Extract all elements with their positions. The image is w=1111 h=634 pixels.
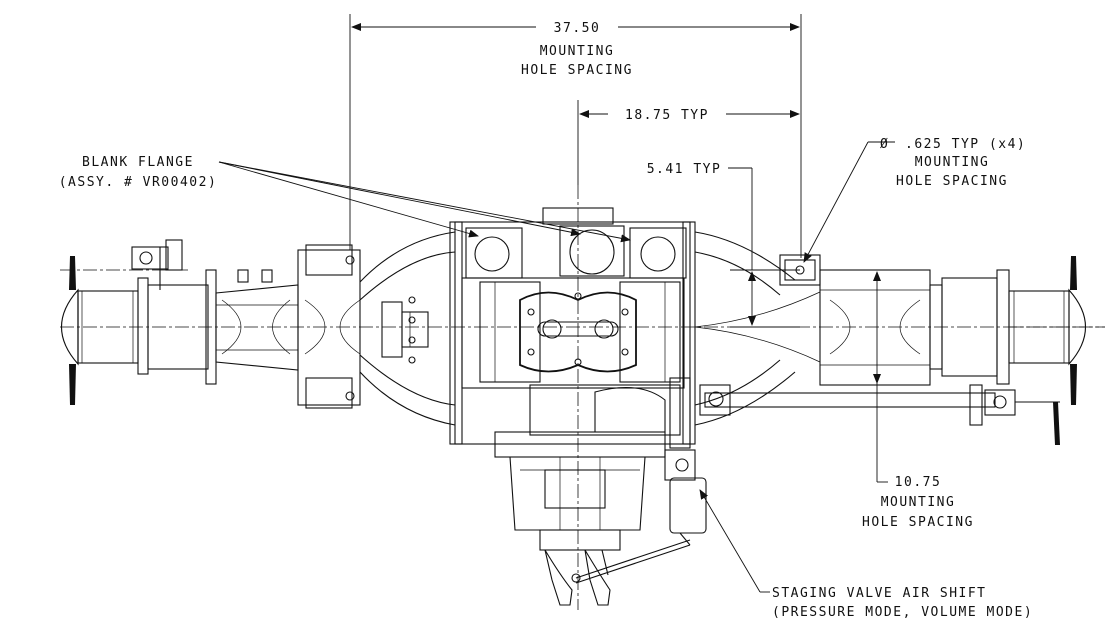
callout-10-75: 10.75 MOUNTING HOLE SPACING <box>862 475 974 530</box>
dim-10-75-value: 10.75 <box>895 475 942 490</box>
dim-diameter-line1: MOUNTING <box>915 155 990 170</box>
dim-10-75-line1: MOUNTING <box>881 495 956 510</box>
dim-diameter-value: .625 TYP (x4) <box>905 137 1026 152</box>
staging-valve-line2: (PRESSURE MODE, VOLUME MODE) <box>772 605 1033 620</box>
dim-diameter-line2: HOLE SPACING <box>896 174 1008 189</box>
right-end-motor <box>929 256 1087 445</box>
callout-blank-flange: BLANK FLANGE (ASSY. # VR00402) <box>59 155 218 190</box>
left-end-motor <box>60 239 299 405</box>
dim-18-75-value: 18.75 TYP <box>625 108 709 123</box>
staging-valve-line1: STAGING VALVE AIR SHIFT <box>772 586 987 601</box>
callout-18-75: 18.75 TYP <box>625 108 709 123</box>
dim-37-50-value: 37.50 <box>554 21 601 36</box>
dim-5-41-value: 5.41 TYP <box>647 162 722 177</box>
diameter-symbol-icon: Ø <box>880 137 889 152</box>
callout-5-41: 5.41 TYP <box>647 162 722 177</box>
center-lines <box>60 185 1105 610</box>
left-manifold <box>297 231 456 426</box>
dimension-lines <box>218 14 895 593</box>
callout-hole-diameter: Ø .625 TYP (x4) MOUNTING HOLE SPACING <box>880 137 1026 189</box>
callout-37-50: 37.50 MOUNTING HOLE SPACING <box>521 21 633 78</box>
staging-valve-assembly <box>664 377 996 546</box>
blank-flange-line1: BLANK FLANGE <box>82 155 194 170</box>
dim-10-75-line2: HOLE SPACING <box>862 515 974 530</box>
dim-37-50-line2: HOLE SPACING <box>521 63 633 78</box>
center-pump-body <box>449 207 696 606</box>
blank-flange-line2: (ASSY. # VR00402) <box>59 175 218 190</box>
callout-staging-valve: STAGING VALVE AIR SHIFT (PRESSURE MODE, … <box>772 586 1033 620</box>
dim-37-50-line1: MOUNTING <box>540 44 615 59</box>
